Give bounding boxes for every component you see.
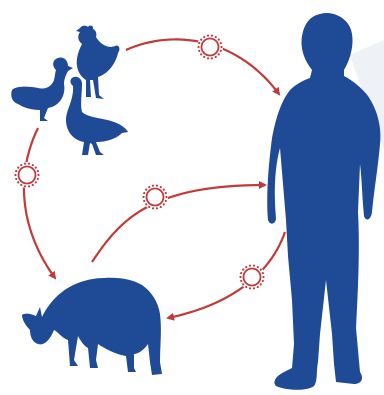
duck-icon — [11, 57, 73, 121]
virus-icon — [142, 184, 168, 210]
virus-icon — [14, 162, 40, 188]
arrow-pig-to-human — [92, 185, 265, 262]
pig-icon — [22, 278, 162, 375]
virus-markers — [14, 34, 265, 290]
bird-flock-icon — [11, 26, 128, 155]
arrow-human-to-pig — [168, 232, 285, 318]
arrow-birds-to-pig — [24, 128, 55, 278]
virus-icon — [197, 34, 223, 60]
virus-icon — [239, 264, 265, 290]
chicken-icon — [76, 26, 119, 99]
